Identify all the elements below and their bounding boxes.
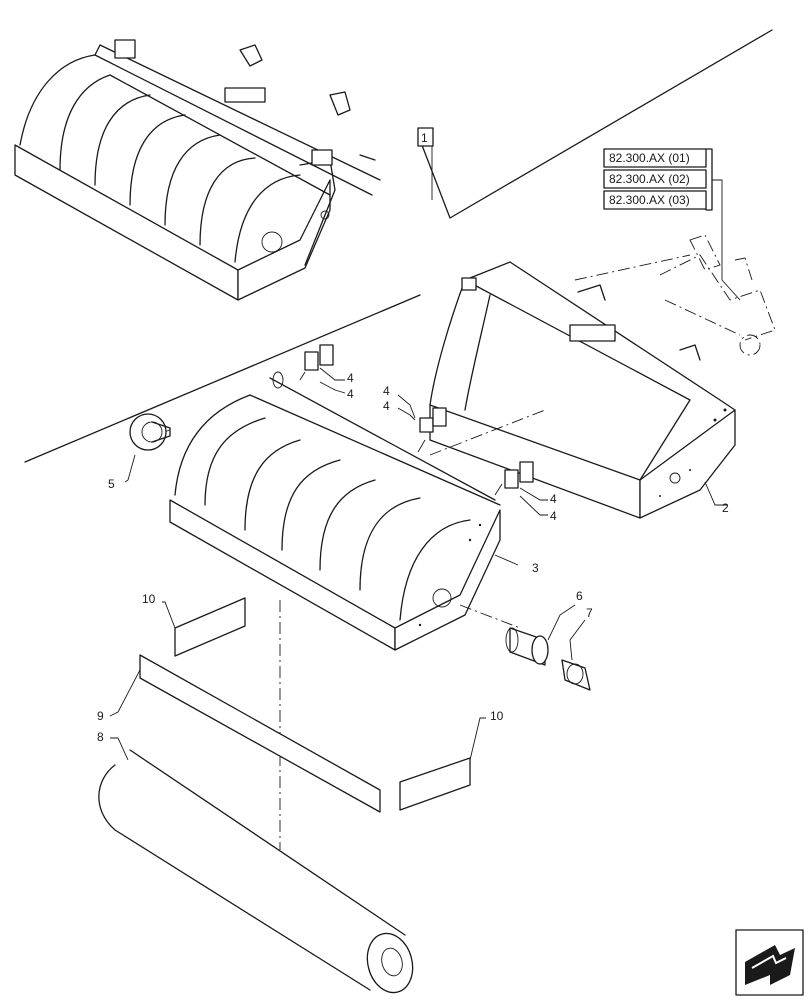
svg-text:1: 1: [421, 131, 428, 145]
part-2-bucket: [429, 261, 736, 519]
part-8-brush-roll: [98, 749, 414, 994]
callout-2: 2: [722, 501, 729, 515]
callout-4d: 4: [383, 399, 390, 413]
leader-lines: [109, 367, 728, 761]
ref-82-300-ax-02: 82.300.AX (02): [609, 172, 690, 186]
section-divider: [24, 29, 773, 463]
reference-list[interactable]: 82.300.AX (01) 82.300.AX (02) 82.300.AX …: [603, 148, 741, 301]
attachment-bracket-ghost: [574, 234, 776, 356]
callout-5: 5: [108, 477, 115, 491]
part-5-sprocket: [129, 413, 171, 451]
part-9-strip: [139, 654, 381, 813]
callout-9: 9: [97, 709, 104, 723]
clip-part-4: [304, 344, 534, 489]
callout-4b: 4: [347, 387, 354, 401]
callout-4f: 4: [550, 509, 557, 523]
callout-labels: 2 3 4 4 4 4 4 4 5 6 7 8 9 10 10: [97, 371, 729, 744]
part-10-flap-left: [174, 597, 246, 657]
callout-4a: 4: [347, 371, 354, 385]
part-10-flap-right: [399, 757, 471, 811]
ref-82-300-ax-01: 82.300.AX (01): [609, 151, 690, 165]
callout-10b: 10: [490, 709, 504, 723]
part-7-bearing: [561, 659, 591, 691]
callout-7: 7: [586, 606, 593, 620]
dash-centerlines: [144, 371, 546, 850]
ref-82-300-ax-03: 82.300.AX (03): [609, 193, 690, 207]
callout-4e: 4: [550, 492, 557, 506]
callout-6: 6: [576, 589, 583, 603]
callout-4c: 4: [383, 384, 390, 398]
callout-3: 3: [532, 561, 539, 575]
assembly-1-sweeper-bucket: [14, 39, 381, 301]
return-arrow-icon[interactable]: [735, 929, 804, 996]
callout-10a: 10: [142, 592, 156, 606]
part-3-brush-frame: [169, 371, 501, 651]
part-6-hub: [505, 627, 549, 666]
callout-1: 1: [417, 127, 434, 147]
callout-8: 8: [97, 730, 104, 744]
